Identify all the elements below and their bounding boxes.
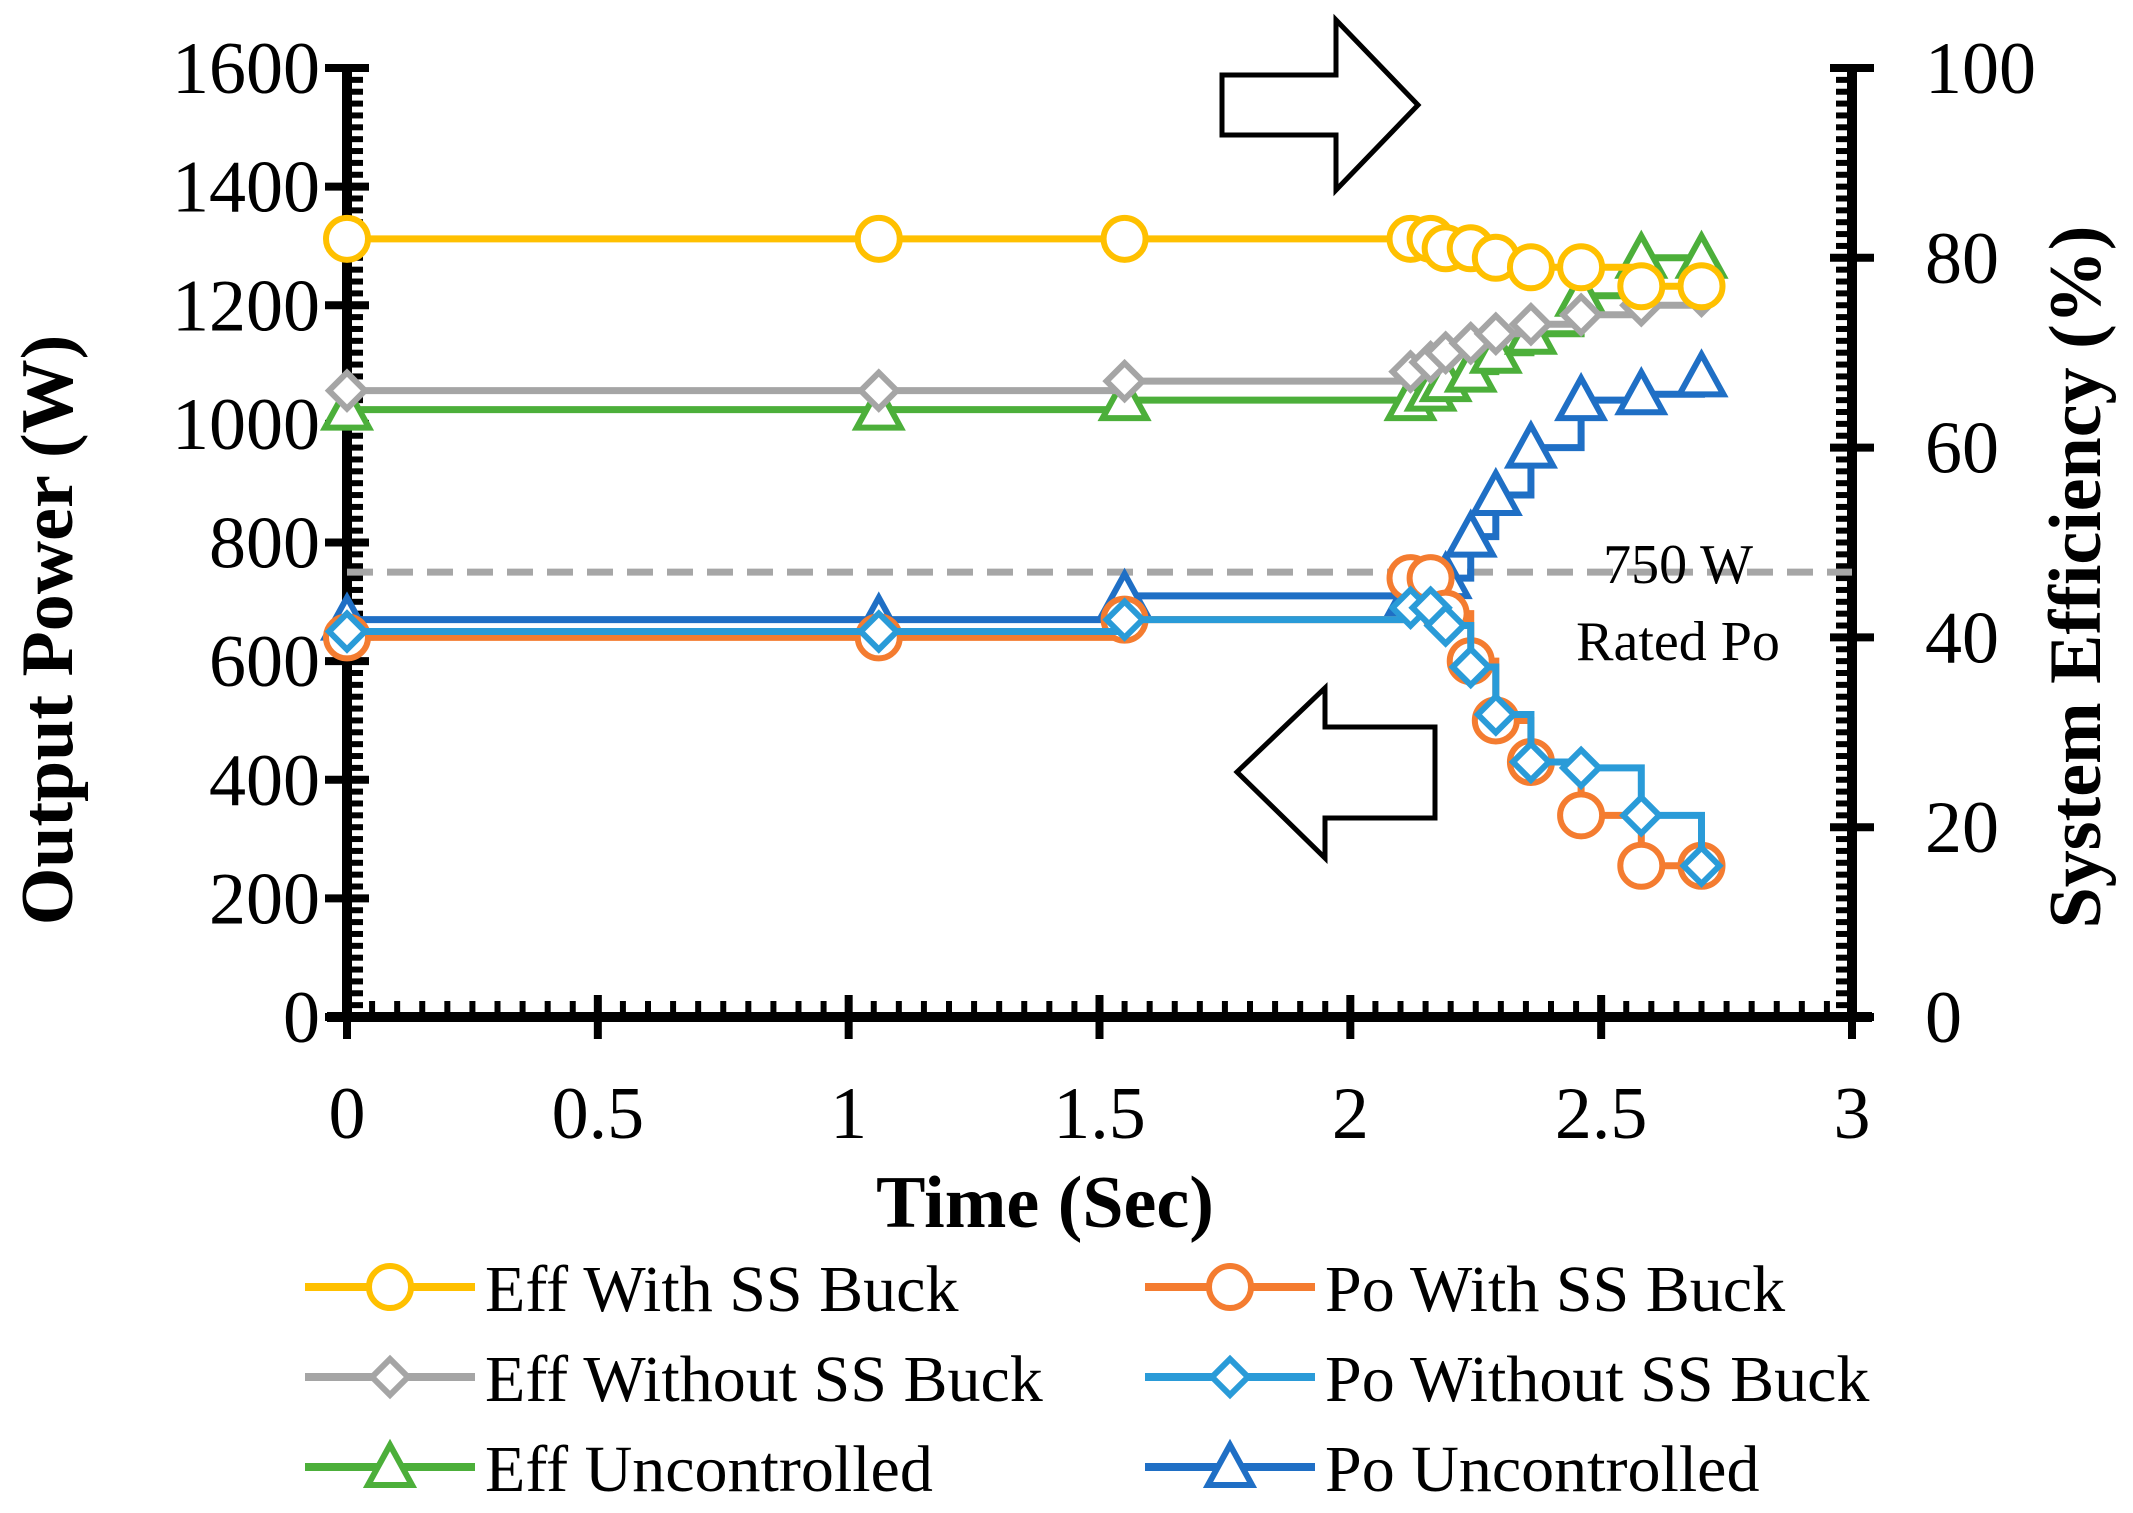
legend-label: Po Without SS Buck	[1325, 1343, 1869, 1416]
x-tick-label: 1	[830, 1073, 867, 1155]
reference-label-line1: 750 W	[1603, 534, 1753, 596]
legend-marker	[367, 1354, 413, 1400]
data-point	[324, 609, 370, 654]
y-left-tick-label: 1400	[172, 147, 320, 229]
legend-item: Po Without SS Buck	[1145, 1343, 1869, 1416]
y-right-tick-label: 100	[1925, 28, 2036, 110]
data-point	[856, 609, 902, 654]
data-point	[1508, 739, 1554, 785]
legend-marker	[1202, 1438, 1258, 1488]
left-arrow-icon	[1233, 682, 1438, 864]
y-right-tick-label: 20	[1925, 787, 1999, 869]
data-point	[1506, 243, 1555, 292]
data-point	[1508, 301, 1554, 347]
x-tick-label: 0.5	[552, 1073, 645, 1155]
data-point	[1617, 841, 1666, 890]
y-right-tick-label: 60	[1925, 408, 1999, 490]
axis-arrows	[1219, 13, 1438, 864]
y-right-tick-label: 80	[1925, 218, 1999, 300]
y-left-tick-label: 1000	[172, 384, 320, 466]
y-left-axis-title: Output Power (W)	[7, 335, 89, 926]
legend-label: Eff Without SS Buck	[485, 1343, 1043, 1416]
y-left-tick-label: 400	[209, 740, 320, 822]
x-tick-label: 1.5	[1053, 1073, 1146, 1155]
series-po-uncontrolled	[319, 348, 1729, 641]
data-point	[1557, 791, 1606, 840]
series-po-with-ss-buck	[323, 554, 1726, 890]
legend-item: Po Uncontrolled	[1145, 1433, 1759, 1506]
series-layer	[319, 214, 1729, 890]
legend-label: Eff Uncontrolled	[485, 1433, 933, 1506]
series-eff-without-ss-buck	[324, 273, 1724, 413]
legend-marker	[362, 1438, 418, 1488]
y-right-tick-label: 40	[1925, 597, 1999, 679]
legend-marker	[1206, 1263, 1254, 1311]
y-left-tick-label: 1200	[172, 265, 320, 347]
data-point	[324, 368, 370, 413]
data-point	[1557, 243, 1606, 292]
data-point	[1674, 348, 1729, 398]
legend-marker	[1207, 1354, 1253, 1400]
data-point	[1102, 597, 1147, 642]
data-point	[1473, 692, 1519, 737]
legend-label: Po With SS Buck	[1325, 1253, 1785, 1326]
y-left-tick-label: 0	[283, 977, 320, 1059]
legend-item: Eff Without SS Buck	[305, 1343, 1043, 1416]
data-point	[1468, 466, 1523, 517]
data-point	[1100, 214, 1149, 263]
x-tick-label: 2.5	[1555, 1073, 1648, 1155]
legend-item: Po With SS Buck	[1145, 1253, 1785, 1326]
data-point	[1619, 793, 1664, 838]
legend-marker	[366, 1263, 414, 1311]
data-point	[1473, 311, 1519, 356]
legend-item: Eff Uncontrolled	[305, 1433, 933, 1506]
data-point	[1554, 371, 1609, 422]
y-left-tick-label: 1600	[172, 28, 320, 110]
legend-item: Eff With SS Buck	[305, 1253, 958, 1326]
x-axis-title: Time (Sec)	[876, 1162, 1214, 1244]
data-point	[856, 368, 902, 413]
data-point	[1423, 603, 1468, 648]
axes: 0200400600800100012001400160002040608010…	[172, 28, 2036, 1155]
reference-label-line2: Rated Po	[1576, 611, 1780, 673]
right-arrow-icon	[1219, 13, 1422, 197]
data-point	[1558, 292, 1604, 337]
data-point	[854, 214, 903, 263]
y-right-tick-label: 0	[1925, 977, 1962, 1059]
x-tick-label: 2	[1332, 1073, 1369, 1155]
data-point	[1679, 843, 1724, 888]
series-eff-with-ss-buck	[323, 214, 1726, 311]
data-point	[1617, 262, 1666, 311]
data-point	[1443, 508, 1498, 558]
x-tick-label: 0	[329, 1073, 366, 1155]
data-point	[1102, 358, 1147, 404]
data-point	[1448, 644, 1493, 690]
y-left-tick-label: 200	[209, 858, 320, 940]
data-point	[1614, 365, 1669, 416]
y-right-axis-title: System Efficiency (%)	[2035, 226, 2117, 929]
series-po-without-ss-buck	[324, 585, 1724, 888]
legend-label: Po Uncontrolled	[1325, 1433, 1759, 1506]
y-left-tick-label: 800	[209, 503, 320, 585]
legend-label: Eff With SS Buck	[485, 1253, 958, 1326]
data-point	[323, 214, 371, 263]
data-point	[1558, 745, 1604, 791]
y-left-tick-label: 600	[209, 621, 320, 703]
data-point	[1677, 262, 1726, 311]
x-tick-label: 3	[1834, 1073, 1871, 1155]
data-point	[1503, 419, 1559, 469]
